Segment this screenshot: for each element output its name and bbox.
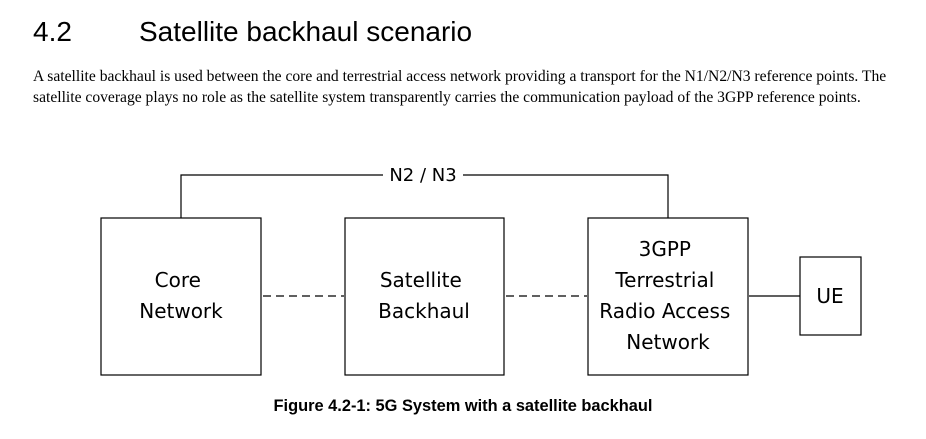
ran-label-line: 3GPP: [639, 237, 691, 261]
n2-n3-connector-right: [463, 174, 669, 218]
ran-label-line: Radio Access: [599, 299, 730, 323]
satellite-backhaul-label: Satellite Backhaul: [378, 268, 470, 323]
satellite-backhaul-box: [344, 217, 505, 376]
ran-label: 3GPP Terrestrial Radio Access Network: [599, 237, 736, 354]
core-network-label-line: Network: [139, 299, 223, 323]
interface-label: N2 / N3: [389, 165, 456, 186]
body-paragraph: A satellite backhaul is used between the…: [33, 68, 887, 106]
n2-n3-connector-left: [180, 174, 383, 218]
ue-box: [799, 256, 862, 336]
satellite-backhaul-label-line: Backhaul: [378, 299, 470, 323]
satellite-backhaul-label-line: Satellite: [380, 268, 462, 292]
ran-label-line: Network: [626, 330, 710, 354]
ran-label-line: Terrestrial: [614, 268, 714, 292]
section-number: 4.2: [33, 16, 72, 47]
core-network-label: Core Network: [139, 268, 223, 323]
section-title: Satellite backhaul scenario: [139, 16, 473, 47]
core-network-box: [100, 217, 262, 376]
ue-label: UE: [816, 284, 843, 308]
body-paragraph-container: A satellite backhaul is used between the…: [33, 66, 908, 108]
ran-box: [587, 217, 749, 376]
ue-label-line: UE: [816, 284, 843, 308]
figure-caption: Figure 4.2-1: 5G System with a satellite…: [273, 397, 653, 415]
core-network-label-line: Core: [155, 268, 201, 292]
